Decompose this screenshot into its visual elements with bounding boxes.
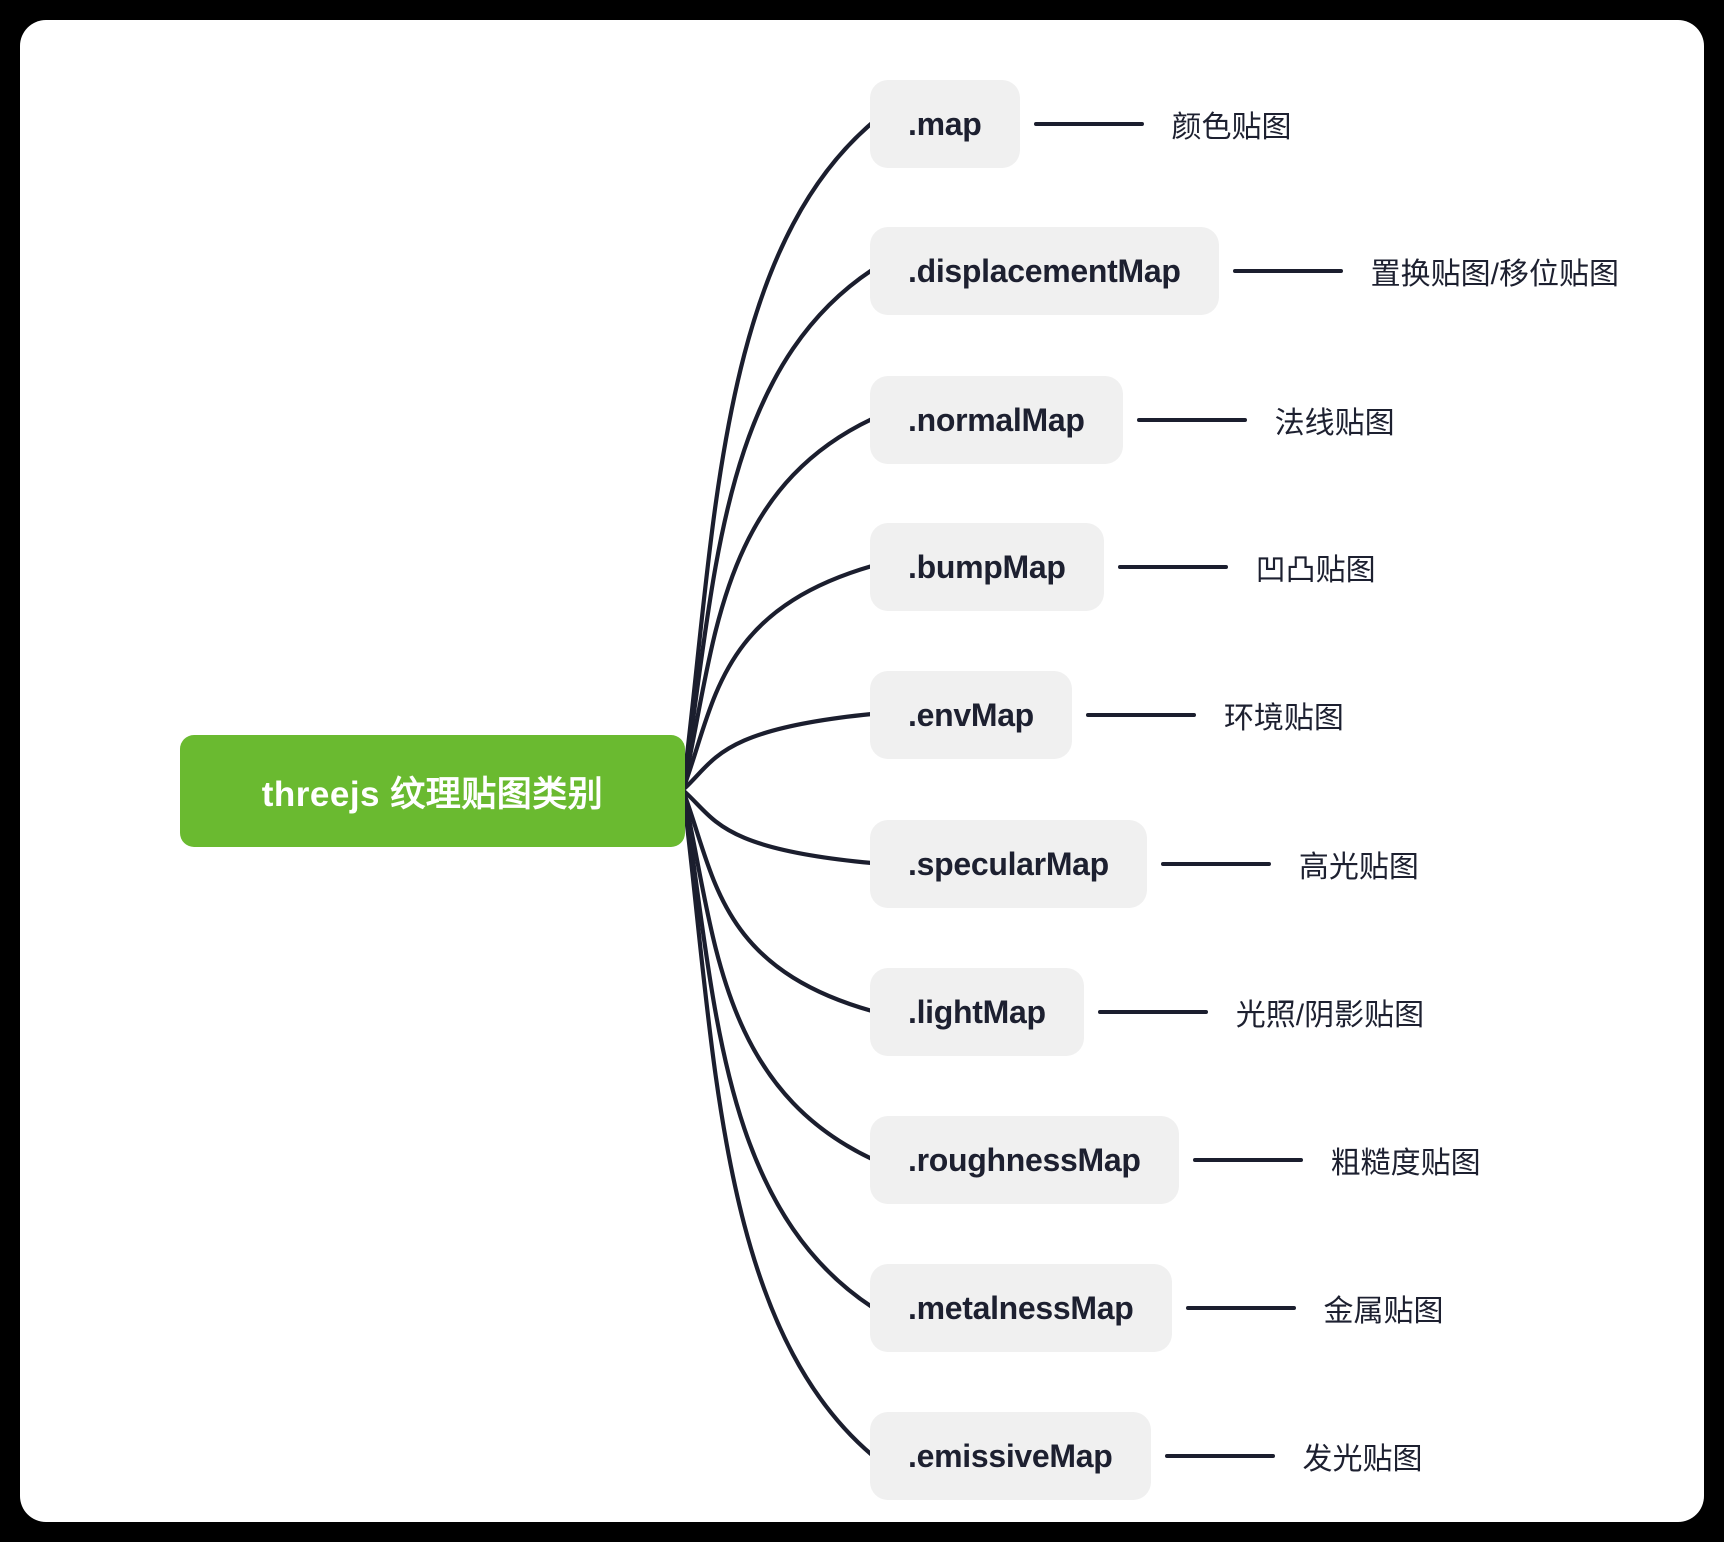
node-emissive-map[interactable]: .emissiveMap	[870, 1412, 1151, 1500]
branch-row-normal-map: .normalMap 法线贴图	[870, 376, 1395, 464]
root-node-label: threejs 纹理贴图类别	[261, 774, 604, 814]
node-normal-map-desc[interactable]: 法线贴图	[1274, 407, 1395, 440]
branch-row-metalness-map: .metalnessMap 金属贴图	[870, 1264, 1444, 1352]
node-specular-map-desc[interactable]: 高光贴图	[1298, 851, 1419, 884]
connector-line	[1085, 713, 1196, 717]
node-light-map-desc[interactable]: 光照/阴影贴图	[1235, 999, 1425, 1032]
branch-row-specular-map: .specularMap 高光贴图	[870, 820, 1419, 908]
node-emissive-map-desc[interactable]: 发光贴图	[1302, 1443, 1423, 1476]
connector-line	[1136, 418, 1247, 422]
node-bump-map[interactable]: .bumpMap	[870, 523, 1104, 611]
connector-line	[1232, 269, 1343, 273]
connector-line	[1033, 122, 1144, 126]
branch-row-env-map: .envMap 环境贴图	[870, 671, 1344, 759]
connector-line	[1117, 565, 1228, 569]
connector-line	[1185, 1306, 1296, 1310]
root-node-threejs-texture-types[interactable]: threejs 纹理贴图类别	[180, 735, 685, 847]
branch-row-emissive-map: .emissiveMap 发光贴图	[870, 1412, 1423, 1500]
branch-row-displacement-map: .displacementMap 置换贴图/移位贴图	[870, 227, 1619, 315]
node-roughness-map-desc[interactable]: 粗糙度贴图	[1330, 1147, 1481, 1180]
node-displacement-map[interactable]: .displacementMap	[870, 227, 1219, 315]
node-map[interactable]: .map	[870, 80, 1020, 168]
node-normal-map[interactable]: .normalMap	[870, 376, 1123, 464]
connector-line	[1160, 862, 1271, 866]
node-displacement-map-desc[interactable]: 置换贴图/移位贴图	[1370, 258, 1619, 291]
connector-line	[1097, 1010, 1208, 1014]
branch-row-map: .map 颜色贴图	[870, 80, 1292, 168]
node-metalness-map[interactable]: .metalnessMap	[870, 1264, 1172, 1352]
branch-row-bump-map: .bumpMap 凹凸贴图	[870, 523, 1376, 611]
node-light-map[interactable]: .lightMap	[870, 968, 1084, 1056]
node-roughness-map[interactable]: .roughnessMap	[870, 1116, 1179, 1204]
connector-line	[1164, 1454, 1275, 1458]
node-specular-map[interactable]: .specularMap	[870, 820, 1147, 908]
connector-line	[1192, 1158, 1303, 1162]
node-map-desc[interactable]: 颜色贴图	[1171, 111, 1292, 144]
node-env-map-desc[interactable]: 环境贴图	[1223, 702, 1344, 735]
branch-row-light-map: .lightMap 光照/阴影贴图	[870, 968, 1424, 1056]
node-bump-map-desc[interactable]: 凹凸贴图	[1255, 554, 1376, 587]
node-metalness-map-desc[interactable]: 金属贴图	[1323, 1295, 1444, 1328]
node-env-map[interactable]: .envMap	[870, 671, 1072, 759]
branch-row-roughness-map: .roughnessMap 粗糙度贴图	[870, 1116, 1481, 1204]
